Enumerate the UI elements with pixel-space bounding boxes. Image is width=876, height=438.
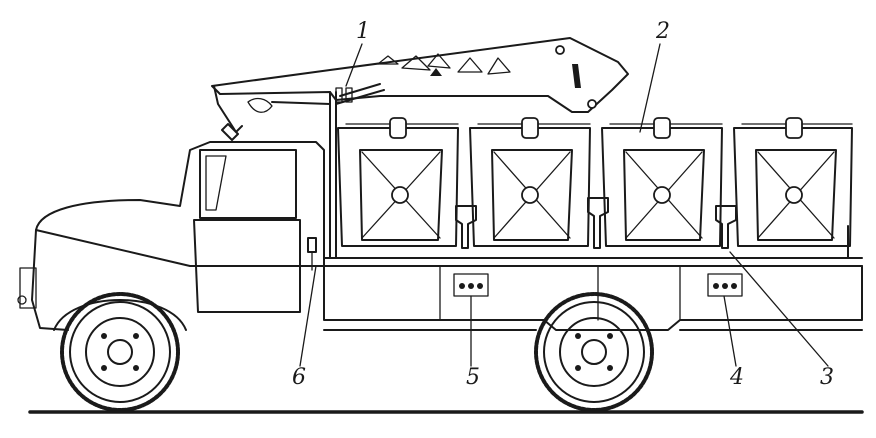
callout-leader-socket xyxy=(723,295,737,367)
crane-boom xyxy=(211,37,629,259)
truck-bed xyxy=(323,257,863,331)
callout-label-container: 2 xyxy=(655,19,670,44)
rear-wheel xyxy=(534,292,654,412)
container-clamps xyxy=(455,197,849,259)
callout-leader-control xyxy=(299,265,317,367)
callout-label-fuse-box: 5 xyxy=(466,365,480,390)
truck-cab xyxy=(17,141,325,331)
callout-leader-clamp xyxy=(729,251,829,367)
callout-leader-container xyxy=(639,43,661,133)
front-wheel xyxy=(53,292,187,412)
callout-label-clamp: 3 xyxy=(820,365,834,390)
container-3 xyxy=(601,117,723,247)
callout-label-crane: 1 xyxy=(356,19,370,44)
containers-group xyxy=(337,117,853,247)
container-4 xyxy=(733,117,853,247)
container-1 xyxy=(337,117,459,247)
callout-label-socket: 4 xyxy=(729,365,744,390)
callout-leader-crane xyxy=(345,43,363,87)
callout-label-control: 6 xyxy=(292,365,306,390)
container-2 xyxy=(469,117,591,247)
